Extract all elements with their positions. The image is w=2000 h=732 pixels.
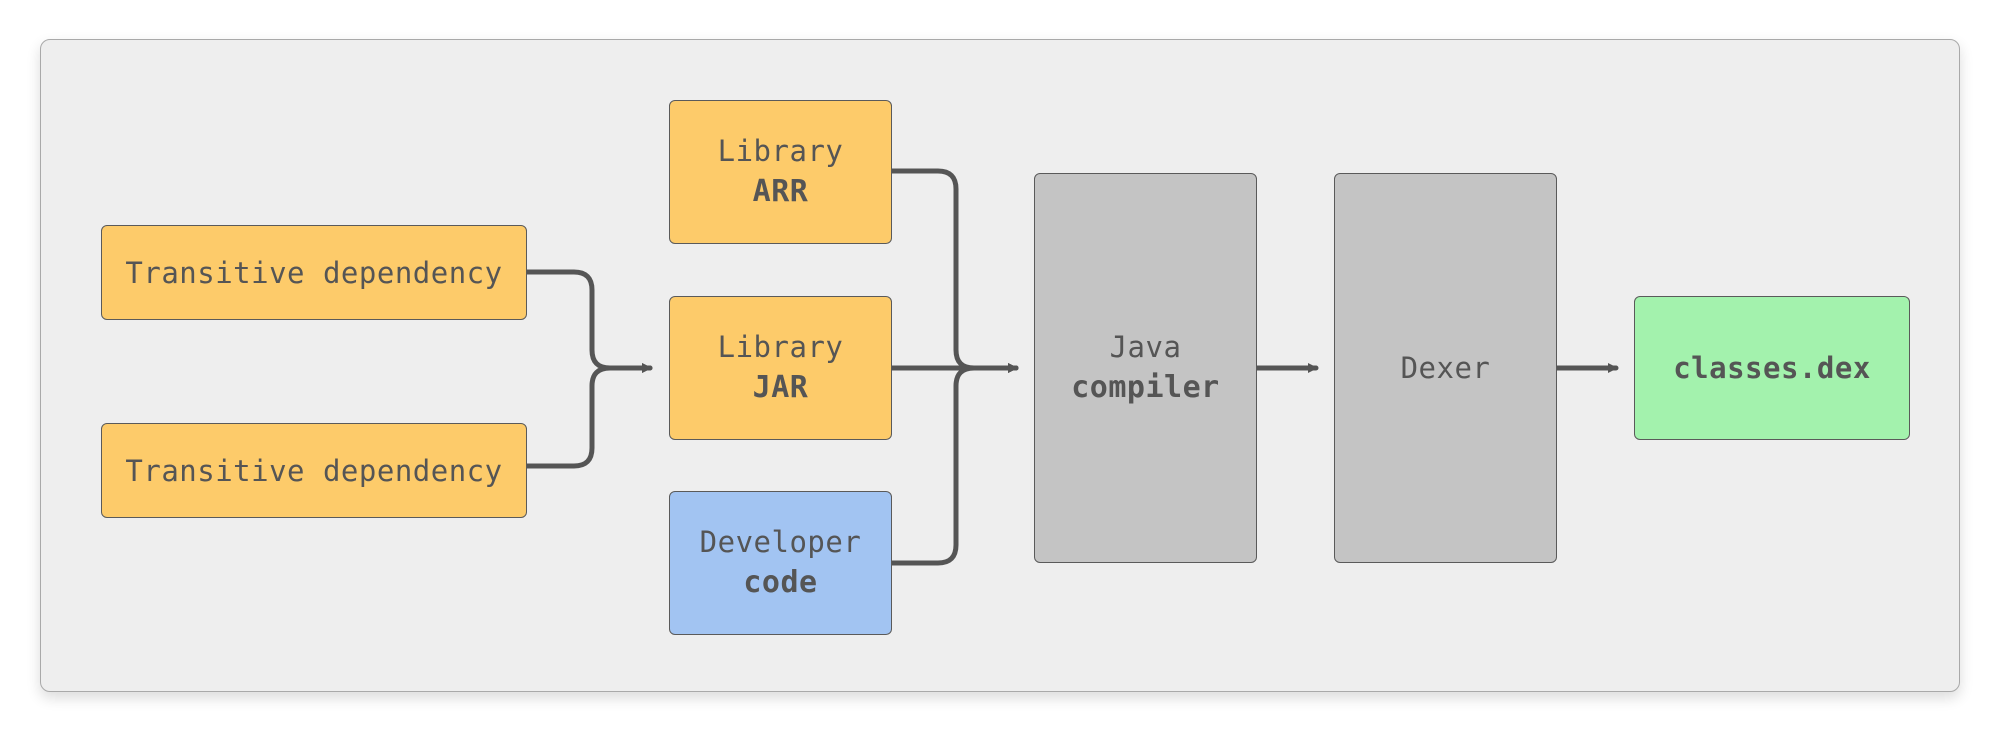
- node-library-arr: Library ARR: [669, 100, 892, 244]
- edge-transitive-top-to-jar: [524, 269, 653, 373]
- node-developer-code: Developer code: [669, 491, 892, 635]
- node-label-line1: Library: [717, 134, 844, 168]
- node-label: classes.dex: [1673, 351, 1871, 385]
- node-label-line2: compiler: [1071, 370, 1220, 405]
- node-label: Transitive dependency: [125, 255, 503, 290]
- node-library-jar: Library JAR: [669, 296, 892, 440]
- node-dexer: Dexer: [1334, 173, 1557, 563]
- node-label-line1: Developer: [699, 525, 862, 559]
- edge-arr-to-compiler: [889, 168, 1019, 373]
- node-java-compiler: Java compiler: [1034, 173, 1257, 563]
- node-transitive-dependency-2: Transitive dependency: [101, 423, 527, 518]
- node-label-line1: Library: [717, 330, 844, 364]
- node-label-line1: Java: [1109, 330, 1182, 364]
- node-label: Transitive dependency: [125, 453, 503, 488]
- edge-transitive-bottom-to-jar: [524, 363, 653, 469]
- node-label-line2: ARR: [752, 174, 809, 209]
- node-classes-dex: classes.dex: [1634, 296, 1910, 440]
- edge-developer-to-compiler: [889, 363, 1019, 566]
- node-label: Dexer: [1400, 351, 1491, 385]
- node-label-line2: code: [743, 565, 818, 600]
- node-label-line2: JAR: [752, 370, 809, 405]
- node-transitive-dependency-1: Transitive dependency: [101, 225, 527, 320]
